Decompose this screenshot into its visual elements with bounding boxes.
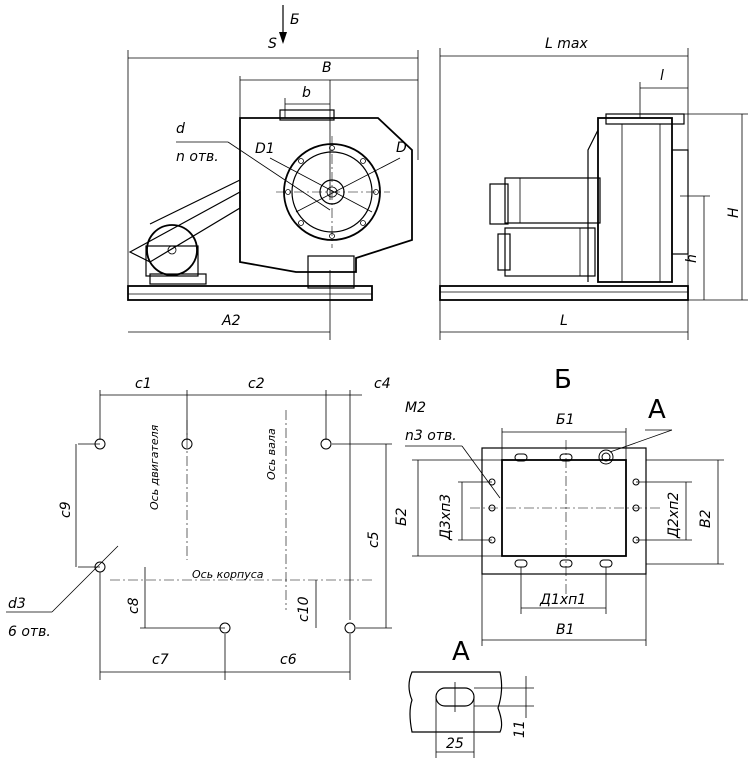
- dim-label-h: h: [684, 254, 700, 263]
- detail-A: A 11 25: [408, 637, 534, 758]
- motor-axis-label: Ось двигателя: [148, 424, 161, 510]
- dim-label-L-max: L max: [545, 36, 588, 52]
- dim-label-11: 11: [512, 720, 528, 738]
- dim-label-D1: D1: [255, 141, 275, 157]
- foundation-plan: c1 c2 c4 Ось двигателя Ось вала Ось корп…: [6, 376, 392, 680]
- dim-label-B2-left: Б2: [394, 507, 410, 526]
- dim-label-L: L: [560, 313, 568, 329]
- dim-label-c5: c5: [366, 531, 382, 548]
- dim-label-V1: В1: [556, 622, 575, 638]
- dim-label-c7: c7: [152, 652, 169, 668]
- dim-label-l: l: [660, 68, 664, 84]
- body-axis-label: Ось корпуса: [192, 568, 264, 581]
- detail-A-title: A: [452, 637, 470, 667]
- front-view: Б S B b d n отв.: [127, 5, 419, 340]
- shaft-axis-label: Ось вала: [265, 428, 278, 480]
- view-B-title: Б: [554, 365, 572, 395]
- dim-label-d3: d3: [8, 596, 26, 612]
- dim-label-c8: c8: [126, 597, 142, 614]
- dim-label-c6: c6: [280, 652, 297, 668]
- side-view: L max l H h L: [439, 36, 748, 340]
- n-holes-label: n отв.: [176, 149, 219, 165]
- dim-label-c10: c10: [296, 596, 312, 622]
- dim-label-c9: c9: [58, 501, 74, 518]
- dim-label-D: D: [396, 140, 407, 156]
- dim-label-H: H: [726, 207, 742, 218]
- dim-label-A2: A2: [221, 313, 241, 329]
- dim-label-D2xn2: Д2хп2: [666, 492, 682, 539]
- dim-label-V2: В2: [698, 509, 714, 528]
- dim-label-D3xn3: Д3хп3: [438, 494, 454, 541]
- view-A-marker: A: [648, 395, 666, 425]
- dim-label-c1: c1: [135, 376, 152, 392]
- dim-label-b: b: [302, 85, 311, 101]
- dim-label-D1xn1: Д1хп1: [539, 592, 586, 608]
- dim-label-M2: М2: [405, 400, 426, 416]
- six-holes-label: 6 отв.: [8, 624, 51, 640]
- view-B: Б A М2 n3 отв.: [394, 365, 724, 646]
- dim-label-c2: c2: [248, 376, 265, 392]
- section-arrow-label: Б: [290, 12, 300, 28]
- n3-holes-label: n3 отв.: [405, 428, 457, 444]
- dim-label-B1-upper: Б1: [556, 412, 575, 428]
- dim-label-c4: c4: [374, 376, 391, 392]
- dim-label-d: d: [176, 121, 185, 137]
- dim-label-B: B: [322, 60, 332, 76]
- dim-label-25: 25: [446, 736, 464, 752]
- dim-label-S: S: [268, 36, 277, 52]
